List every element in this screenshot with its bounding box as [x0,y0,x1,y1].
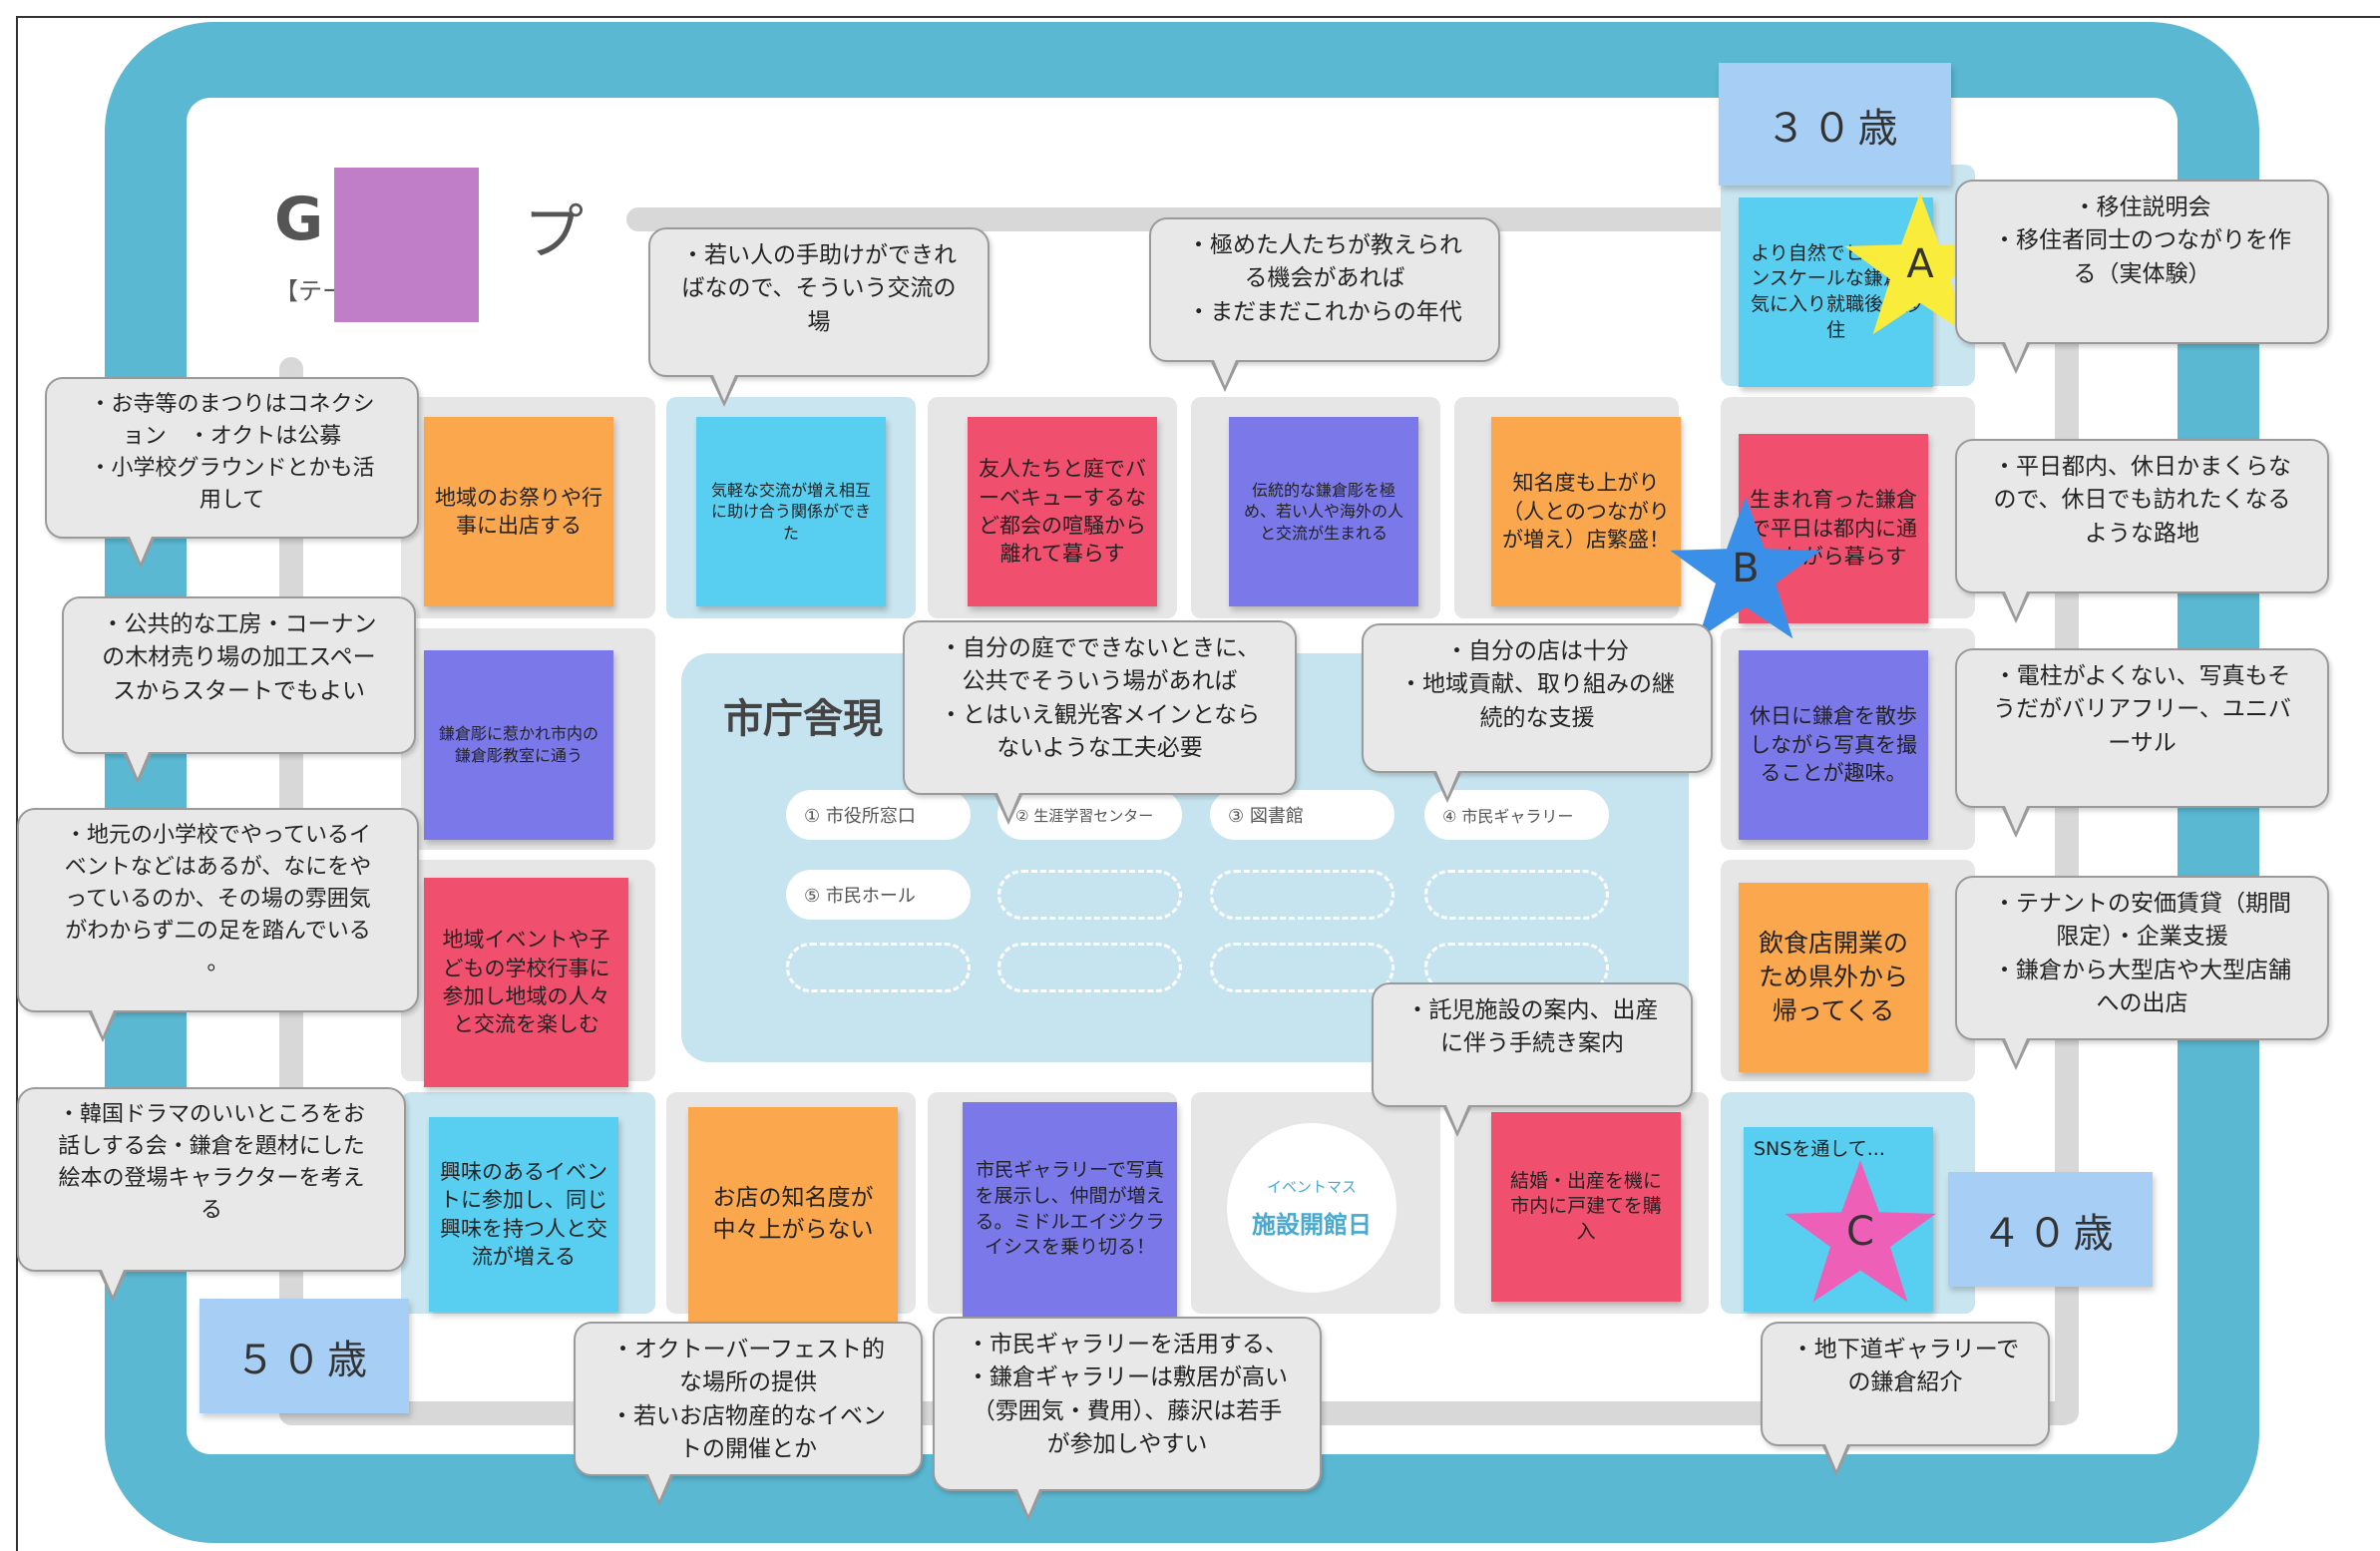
empty-slot [1424,870,1609,920]
bubble-tail [710,375,738,407]
comment-bubble[interactable]: ・オクトーバーフェスト的 な場所の提供 ・若いお店物産的なイベン トの開催とか [574,1322,923,1506]
bubble-tail [127,537,155,569]
sticky-note[interactable]: 友人たちと庭でバーベキューするなど都会の喧騒から離れて暮らす [968,417,1157,606]
comment-text: ・地下道ギャラリーで の鎌倉紹介 [1790,1337,2020,1396]
bubble-tail [1433,771,1461,803]
sticky-note[interactable]: 気軽な交流が増え相互に助け合う関係ができた [696,417,886,606]
redaction-sticky[interactable] [334,168,479,322]
age-label-50[interactable]: ５０歳 [199,1299,409,1413]
comment-text: ・託児施設の案内、出産 に伴う手続き案内 [1405,997,1659,1057]
star-label-c: C [1846,1209,1874,1255]
comment-bubble[interactable]: ・地下道ギャラリーで の鎌倉紹介 [1761,1322,2050,1476]
comment-bubble[interactable]: ・平日都内、休日かまくらな ので、休日でも訪れたくなる ような路地 [1955,439,2329,623]
event-circle-main: 施設開館日 [1252,1211,1372,1239]
comment-text: ・電柱がよくない、写真もそ うだがバリアフリー、ユニバ ーサル [1993,663,2291,756]
age-label-30[interactable]: ３０歳 [1719,63,1951,186]
sticky-note[interactable]: 鎌倉彫に惹かれ市内の鎌倉彫教室に通う [424,650,613,840]
comment-text: ・公共的な工房・コーナン の木材売り場の加工スペー スからスタートでもよい [101,611,377,704]
comment-text: ・テナントの安価賃貸（期間 限定）・企業支援 ・鎌倉から大型店や大型店舗 への出… [1993,891,2291,1017]
comment-text: ・自分の店は十分 ・地域貢献、取り組みの継 続的な支援 [1399,638,1675,731]
comment-bubble[interactable]: ・テナントの安価賃貸（期間 限定）・企業支援 ・鎌倉から大型店や大型店舗 への出… [1955,876,2329,1070]
bubble-tail [2002,342,2030,374]
comment-text: ・平日都内、休日かまくらな ので、休日でも訪れたくなる ような路地 [1993,454,2291,547]
sticky-note[interactable]: 知名度も上がり（人とのつながりが増え）店繁盛！ [1491,417,1681,606]
canvas-frame [16,16,2380,1551]
comment-text: ・自分の庭でできないときに、 公共でそういう場があれば ・とはいえ観光客メインと… [939,635,1261,762]
comment-text: ・地元の小学校でやっているイ ベントなどはあるが、なにをや っているのか、その場… [64,823,372,975]
sticky-note[interactable]: 休日に鎌倉を散歩しながら写真を撮ることが趣味。 [1739,650,1928,840]
empty-slot [997,870,1182,920]
sticky-note[interactable]: 結婚・出産を機に市内に戸建てを購入 [1491,1112,1681,1302]
sticky-note[interactable]: お店の知名度が中々上がらない [688,1107,898,1322]
bubble-tail [89,1010,117,1042]
bubble-tail [99,1270,127,1302]
star-marker-a[interactable]: A [1840,190,2000,339]
empty-slot [1210,870,1394,920]
bubble-tail [124,752,152,784]
comment-bubble[interactable]: ・託児施設の案内、出産 に伴う手続き案内 [1372,982,1693,1137]
comment-text: ・韓国ドラマのいいところをお 話しする会・鎌倉を題材にした 絵本の登場キャラクタ… [57,1102,365,1223]
facility-pill-5[interactable]: ⑤ 市民ホール [786,870,971,920]
bubble-tail [2002,806,2030,838]
bubble-tail [1822,1444,1850,1476]
empty-slot [786,943,971,992]
comment-bubble[interactable]: ・自分の庭でできないときに、 公共でそういう場があれば ・とはいえ観光客メインと… [903,620,1297,825]
event-circle[interactable]: イベントマス 施設開館日 [1227,1123,1396,1293]
age-label-40[interactable]: ４０歳 [1948,1172,2153,1287]
comment-text: ・移住説明会 ・移住者同士のつながりを作 る（実体験） [1993,194,2291,287]
bubble-tail [1014,1489,1042,1521]
comment-bubble[interactable]: ・市民ギャラリーを活用する、 ・鎌倉ギャラリーは敷居が高い （雰囲気・費用）、藤… [933,1317,1322,1521]
facility-pill-1[interactable]: ① 市役所窓口 [786,790,971,840]
star-label-b: B [1732,546,1760,591]
bubble-tail [2002,591,2030,623]
comment-bubble[interactable]: ・若い人の手助けができれ ばなので、そういう交流の 場 [648,227,990,407]
group-title-right: プ [524,198,584,268]
comment-text: ・市民ギャラリーを活用する、 ・鎌倉ギャラリーは敷居が高い （雰囲気・費用）、藤… [967,1332,1288,1458]
sticky-note[interactable]: 飲食店開業のため県外から帰ってくる [1739,883,1928,1072]
sticky-note[interactable]: 興味のあるイベントに参加し、同じ興味を持つ人と交流が増える [429,1117,618,1312]
star-label-a: A [1906,241,1934,287]
bubble-tail [994,793,1022,825]
bubble-tail [1211,360,1239,392]
sticky-note[interactable]: 市民ギャラリーで写真を展示し、仲間が増える。ミドルエイジクライシスを乗り切る！ [963,1102,1177,1317]
facility-pill-4[interactable]: ④ 市民ギャラリー [1424,790,1609,840]
facility-pill-3[interactable]: ③ 図書館 [1210,790,1394,840]
star-marker-c[interactable]: C [1781,1157,1940,1307]
city-hall-title: 市庁舎現 [723,696,883,742]
comment-text: ・オクトーバーフェスト的 な場所の提供 ・若いお店物産的なイベン トの開催とか [610,1337,886,1463]
star-icon [1785,1160,1936,1303]
comment-text: ・お寺等のまつりはコネクシ ョン ・オクトは公募 ・小学校グラウンドとかも活 用… [89,392,375,513]
event-circle-top: イベントマス [1266,1178,1357,1196]
star-icon [1844,193,1996,335]
star-icon [1670,497,1821,639]
facility-pill-2[interactable]: ② 生涯学習センター [997,790,1182,840]
comment-bubble[interactable]: ・地元の小学校でやっているイ ベントなどはあるが、なにをや っているのか、その場… [17,808,419,1042]
comment-text: ・極めた人たちが教えられ る機会があれば ・まだまだこれからの年代 [1187,232,1462,325]
comment-bubble[interactable]: ・お寺等のまつりはコネクシ ョン ・オクトは公募 ・小学校グラウンドとかも活 用… [45,377,419,569]
comment-text: ・若い人の手助けができれ ばなので、そういう交流の 場 [681,242,957,335]
group-title-left: G [274,185,324,254]
empty-slot [997,943,1182,992]
bubble-tail [1443,1105,1471,1137]
bubble-tail [2002,1038,2030,1070]
comment-bubble[interactable]: ・移住説明会 ・移住者同士のつながりを作 る（実体験） [1955,180,2329,374]
empty-slot [1210,943,1394,992]
comment-bubble[interactable]: ・自分の店は十分 ・地域貢献、取り組みの継 続的な支援 [1362,623,1713,803]
comment-bubble[interactable]: ・公共的な工房・コーナン の木材売り場の加工スペー スからスタートでもよい [62,596,416,784]
comment-bubble[interactable]: ・電柱がよくない、写真もそ うだがバリアフリー、ユニバ ーサル [1955,648,2329,838]
comment-bubble[interactable]: ・韓国ドラマのいいところをお 話しする会・鎌倉を題材にした 絵本の登場キャラクタ… [17,1087,406,1302]
sticky-note[interactable]: 地域のお祭りや行事に出店する [424,417,613,606]
sticky-note[interactable]: 地域イベントや子どもの学校行事に参加し地域の人々と交流を楽しむ [424,878,628,1087]
star-marker-b[interactable]: B [1666,494,1825,643]
sticky-note[interactable]: 伝統的な鎌倉彫を極め、若い人や海外の人と交流が生まれる [1229,417,1418,606]
bubble-tail [645,1474,673,1506]
comment-bubble[interactable]: ・極めた人たちが教えられ る機会があれば ・まだまだこれからの年代 [1149,217,1500,392]
